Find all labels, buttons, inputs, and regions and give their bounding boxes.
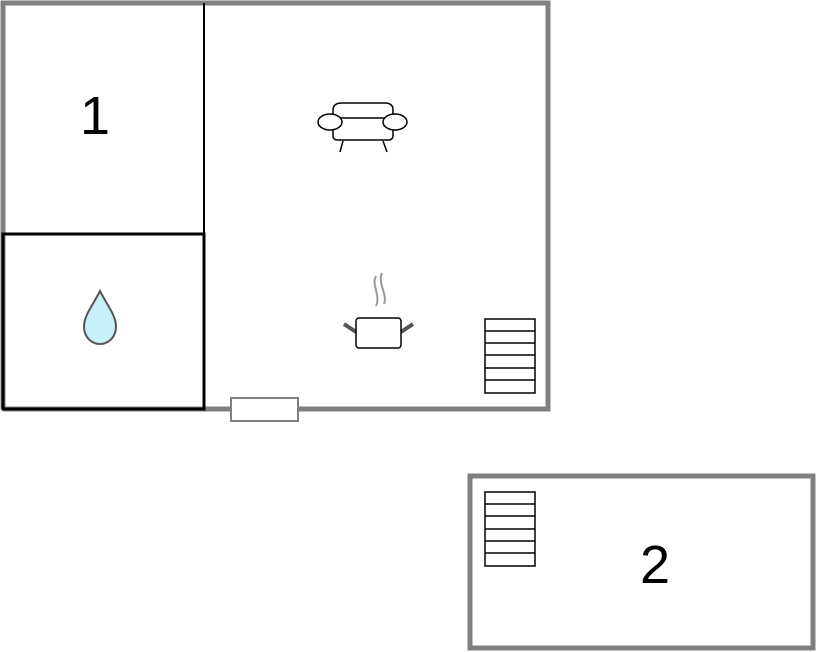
upper-floor-outer-wall xyxy=(467,473,816,651)
ground-floor-outer-wall xyxy=(0,0,551,412)
upper-floor-label: 2 xyxy=(640,535,670,595)
stairs-icon xyxy=(484,491,536,567)
water-drop-icon xyxy=(82,288,118,345)
room-1: 1 xyxy=(80,86,110,146)
stairs-icon xyxy=(484,318,536,394)
cooking-pot-icon xyxy=(342,272,415,349)
room-1-label: 1 xyxy=(80,86,110,146)
door-icon xyxy=(230,397,299,422)
bathroom-walls xyxy=(1,232,206,411)
sofa-icon xyxy=(317,102,408,153)
upper-floor: 2 xyxy=(467,473,816,651)
